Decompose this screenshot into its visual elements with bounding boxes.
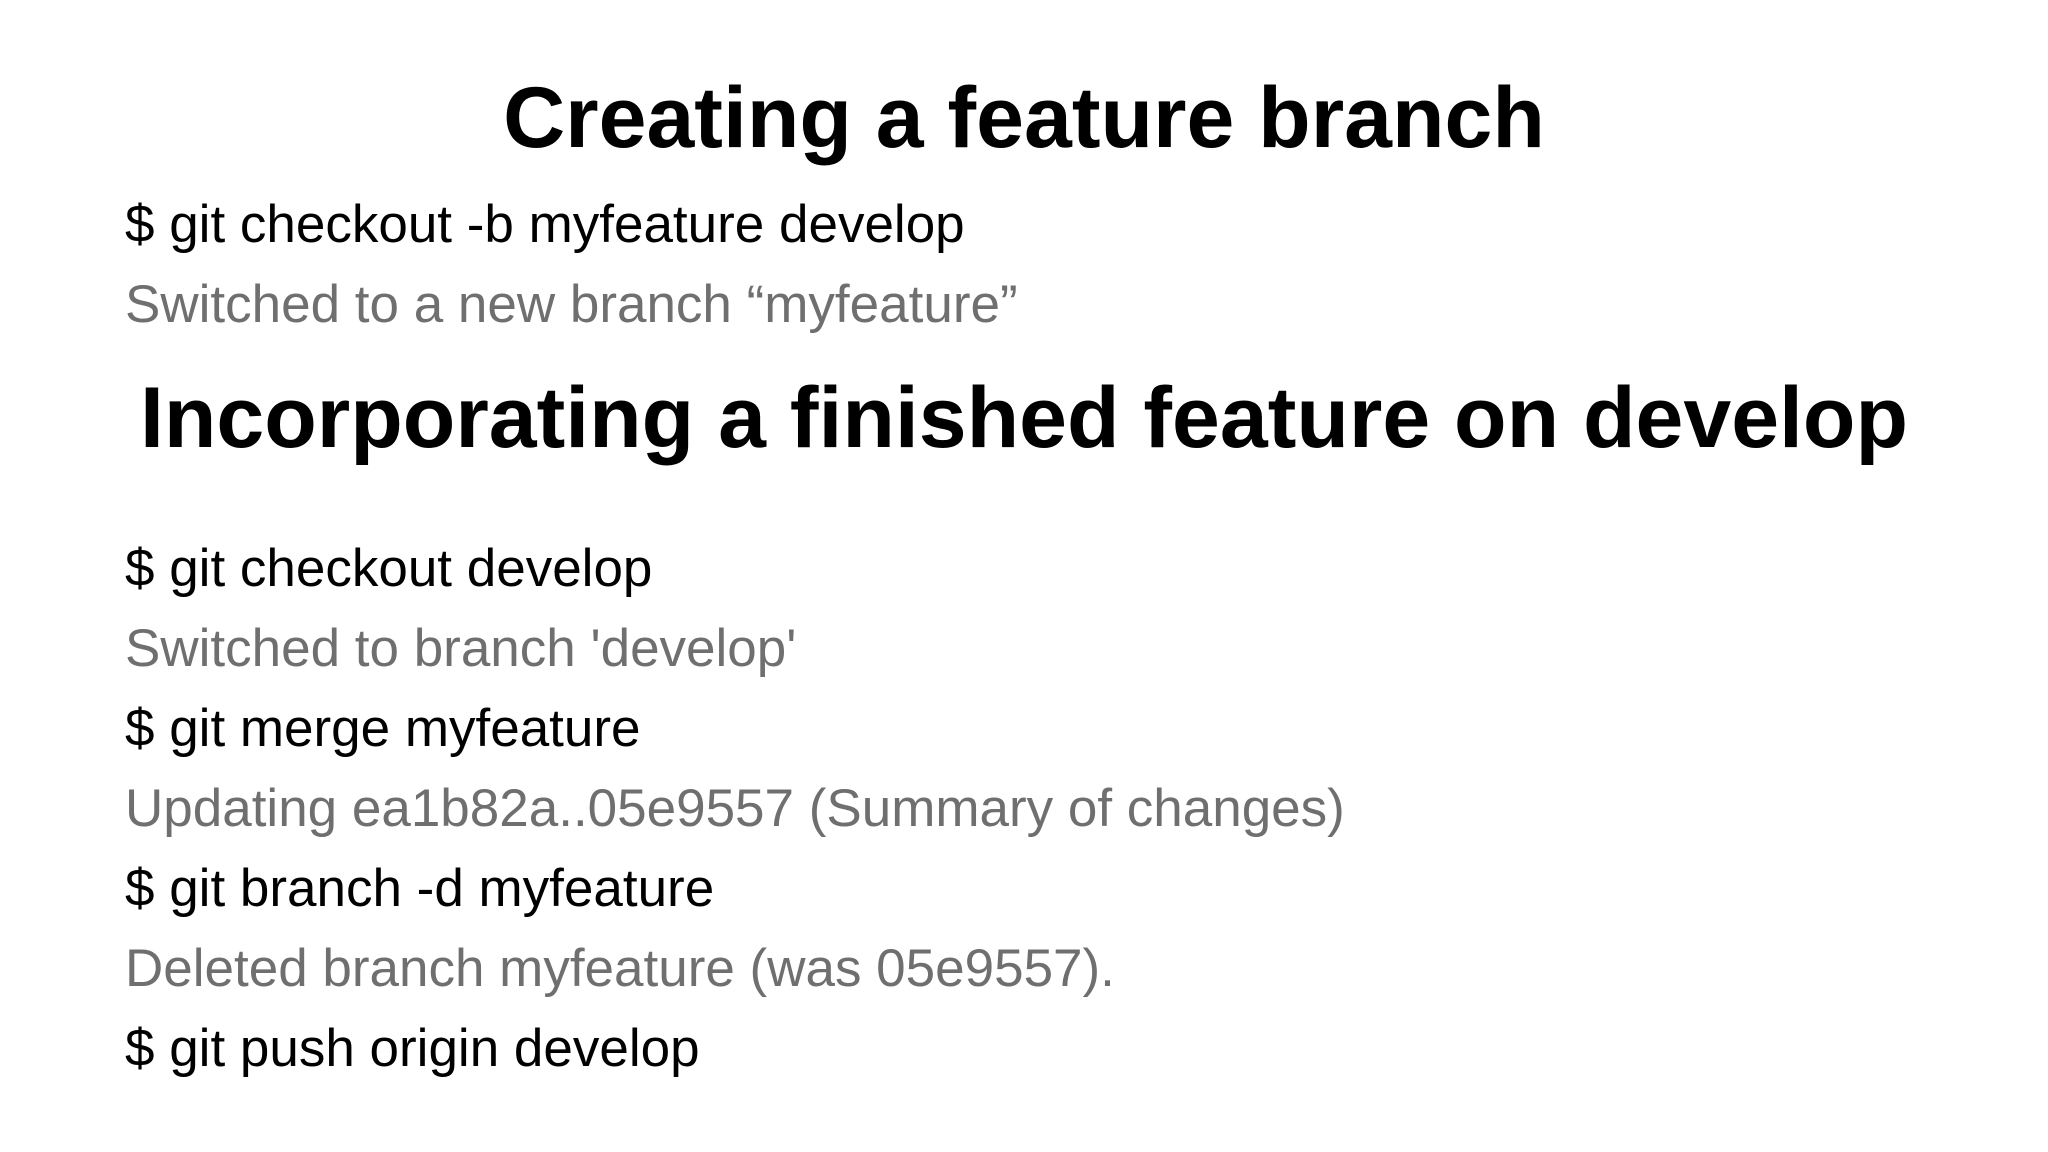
terminal-output-line: Deleted branch myfeature (was 05e9557). xyxy=(125,939,1115,998)
section-heading-incorporating-finished-feature: Incorporating a finished feature on deve… xyxy=(140,370,1908,466)
terminal-command-line: $ git checkout -b myfeature develop xyxy=(125,195,965,254)
terminal-command-line: $ git merge myfeature xyxy=(125,699,641,758)
terminal-block-incorporate-feature: $ git checkout develop Switched to branc… xyxy=(125,529,2048,1089)
terminal-command-line: $ git push origin develop xyxy=(125,1019,700,1078)
terminal-output-line: Switched to branch 'develop' xyxy=(125,619,797,678)
terminal-output-line: Updating ea1b82a..05e9557 (Summary of ch… xyxy=(125,779,1345,838)
terminal-command-line: $ git checkout develop xyxy=(125,539,653,598)
terminal-command-line: $ git branch -d myfeature xyxy=(125,859,715,918)
terminal-block-feature-branch: $ git checkout -b myfeature develop Swit… xyxy=(125,185,2048,345)
terminal-output-line: Switched to a new branch “myfeature” xyxy=(125,275,1018,334)
section-heading-creating-feature-branch: Creating a feature branch xyxy=(503,70,1545,166)
